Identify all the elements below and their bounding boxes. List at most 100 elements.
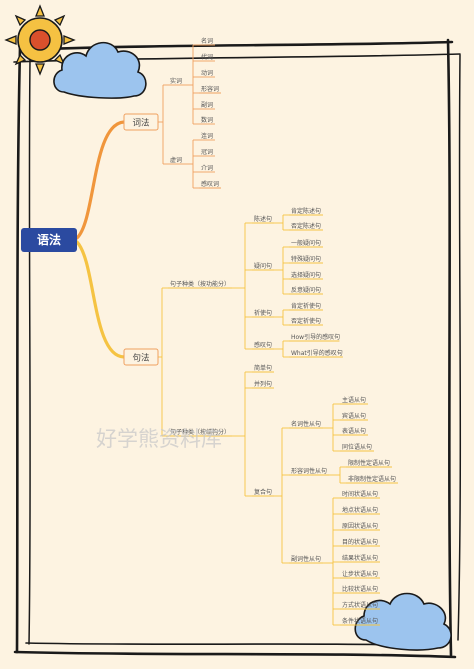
sentence-type[interactable]: 感叹句 xyxy=(252,341,274,350)
sentence-subtype[interactable]: What引导的感叹句 xyxy=(289,349,343,358)
clause-item[interactable]: 主语从句 xyxy=(340,396,368,405)
clause-item[interactable]: 比较状语从句 xyxy=(340,585,380,594)
sentence-subtype-label: 否定祈使句 xyxy=(291,317,321,325)
group-xuci[interactable]: 虚词 xyxy=(168,156,184,165)
sentence-subtype[interactable]: How引导的感叹句 xyxy=(289,333,340,342)
sentence-subtype-label: 否定陈述句 xyxy=(291,222,321,230)
frame xyxy=(13,38,462,659)
clause-item-label: 条件状语从句 xyxy=(342,617,378,625)
word-class-item[interactable]: 名词 xyxy=(199,37,215,46)
clause-item-label: 同位语从句 xyxy=(342,443,372,451)
clause-item[interactable]: 让步状语从句 xyxy=(340,570,380,579)
sentence-subtype[interactable]: 肯定陈述句 xyxy=(289,207,323,216)
word-class-item-label: 代词 xyxy=(201,53,213,61)
clause-item-label: 非限制性定语从句 xyxy=(348,475,396,483)
adjective-clause[interactable]: 形容词性从句 xyxy=(289,467,329,476)
clause-item[interactable]: 地点状语从句 xyxy=(340,506,380,515)
noun-clause[interactable]: 名词性从句 xyxy=(289,420,323,429)
branch-jufa[interactable]: 句法 xyxy=(123,348,159,366)
clause-item-label: 宾语从句 xyxy=(342,412,366,420)
clause-item[interactable]: 目的状语从句 xyxy=(340,538,380,547)
clause-item[interactable]: 原因状语从句 xyxy=(340,522,380,531)
sentence-type[interactable]: 祈使句 xyxy=(252,309,274,318)
sentence-type-label: 陈述句 xyxy=(254,215,272,223)
cloud-icon xyxy=(354,592,452,651)
clause-item[interactable]: 表语从句 xyxy=(340,427,368,436)
word-class-item-label: 副词 xyxy=(201,101,213,109)
watermark: 好学熊资料库 xyxy=(96,427,222,451)
compound-sentence-label: 并列句 xyxy=(254,380,272,388)
root-node[interactable]: 语法 xyxy=(21,228,77,252)
sentence-subtype-label: 肯定陈述句 xyxy=(291,207,321,215)
word-class-item-label: 形容词 xyxy=(201,85,219,93)
word-class-item-label: 连词 xyxy=(201,132,213,140)
simple-sentence[interactable]: 简单句 xyxy=(252,364,274,373)
clause-item[interactable]: 同位语从句 xyxy=(340,443,374,452)
clause-item-label: 目的状语从句 xyxy=(342,538,378,546)
clause-item-label: 结果状语从句 xyxy=(342,554,378,562)
word-class-item[interactable]: 感叹词 xyxy=(199,180,221,189)
clause-item-label: 主语从句 xyxy=(342,396,366,404)
word-class-item-label: 冠词 xyxy=(201,148,213,156)
simple-sentence-label: 简单句 xyxy=(254,364,272,372)
clause-item-label: 表语从句 xyxy=(342,427,366,435)
sentence-subtype[interactable]: 否定陈述句 xyxy=(289,222,323,231)
clause-item[interactable]: 方式状语从句 xyxy=(340,601,380,610)
sentence-type[interactable]: 陈述句 xyxy=(252,215,274,224)
clause-item[interactable]: 时间状语从句 xyxy=(340,490,380,499)
word-class-item-label: 感叹词 xyxy=(201,180,219,188)
sentence-subtype-label: 反意疑问句 xyxy=(291,286,321,294)
root-label: 语法 xyxy=(37,232,61,247)
word-class-item[interactable]: 连词 xyxy=(199,132,215,141)
purpose-category[interactable]: 句子种类（按功能分） xyxy=(168,280,232,289)
branch-cixing-label: 词法 xyxy=(132,118,149,129)
clause-item-label: 方式状语从句 xyxy=(342,601,378,609)
clause-item[interactable]: 结果状语从句 xyxy=(340,554,380,563)
sentence-subtype-label: 一般疑问句 xyxy=(291,239,321,247)
sentence-subtype[interactable]: 选择疑问句 xyxy=(289,271,323,280)
adverbial-clause[interactable]: 副词性从句 xyxy=(289,555,323,564)
group-shici[interactable]: 实词 xyxy=(168,77,184,86)
noun-clause-label: 名词性从句 xyxy=(291,420,321,428)
connectors xyxy=(75,44,346,626)
sun-icon xyxy=(4,4,76,76)
clause-item[interactable]: 非限制性定语从句 xyxy=(346,475,398,484)
sentence-subtype[interactable]: 肯定祈使句 xyxy=(289,302,323,311)
clause-item[interactable]: 限制性定语从句 xyxy=(346,459,392,468)
complex-sentence[interactable]: 复合句 xyxy=(252,488,274,497)
clause-item[interactable]: 条件状语从句 xyxy=(340,617,380,626)
word-class-item[interactable]: 形容词 xyxy=(199,85,221,94)
branch-jufa-label: 句法 xyxy=(132,353,149,364)
word-class-item[interactable]: 动词 xyxy=(199,69,215,78)
adverbial-clause-label: 副词性从句 xyxy=(291,555,321,563)
sentence-subtype[interactable]: 否定祈使句 xyxy=(289,317,323,326)
group-shici-label: 实词 xyxy=(170,77,182,85)
structure-category[interactable]: 句子种类（按结构分） xyxy=(168,428,232,437)
clause-item-label: 比较状语从句 xyxy=(342,585,378,593)
word-class-item[interactable]: 介词 xyxy=(199,164,215,173)
word-class-item[interactable]: 数词 xyxy=(199,116,215,125)
word-class-item[interactable]: 代词 xyxy=(199,53,215,62)
sentence-subtype[interactable]: 特殊疑问句 xyxy=(289,255,323,264)
sentence-type[interactable]: 疑问句 xyxy=(252,262,274,271)
sentence-subtype-label: 肯定祈使句 xyxy=(291,302,321,310)
group-xuci-label: 虚词 xyxy=(170,156,182,164)
purpose-category-label: 句子种类（按功能分） xyxy=(170,280,230,288)
word-class-item[interactable]: 冠词 xyxy=(199,148,215,157)
clause-item-label: 限制性定语从句 xyxy=(348,459,390,467)
sentence-subtype-label: 选择疑问句 xyxy=(291,271,321,279)
compound-sentence[interactable]: 并列句 xyxy=(252,380,274,389)
sentence-type-label: 疑问句 xyxy=(254,262,272,270)
sentence-type-label: 祈使句 xyxy=(254,309,272,317)
sentence-subtype-label: 特殊疑问句 xyxy=(291,255,321,263)
complex-sentence-label: 复合句 xyxy=(254,488,272,496)
branch-cixing[interactable]: 词法 xyxy=(123,113,159,131)
word-class-item-label: 数词 xyxy=(201,116,213,124)
word-class-item[interactable]: 副词 xyxy=(199,101,215,110)
sentence-type-label: 感叹句 xyxy=(254,341,272,349)
sentence-subtype[interactable]: 反意疑问句 xyxy=(289,286,323,295)
clause-item[interactable]: 宾语从句 xyxy=(340,412,368,421)
sentence-subtype[interactable]: 一般疑问句 xyxy=(289,239,323,248)
sentence-subtype-label: How引导的感叹句 xyxy=(291,333,340,341)
